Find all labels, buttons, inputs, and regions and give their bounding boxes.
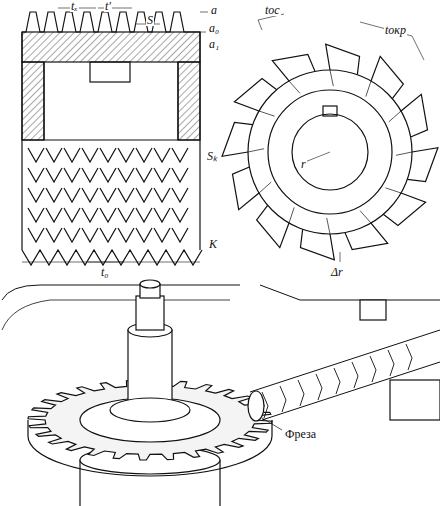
dimension-label: a xyxy=(210,4,218,16)
hob-side-view xyxy=(22,8,208,265)
dimension-label: a₀ xyxy=(208,22,220,34)
hobbing-setup xyxy=(2,280,440,506)
part-name: Фреза xyxy=(284,428,317,440)
dimension-label: S xyxy=(146,14,154,26)
dimension-label: t' xyxy=(104,0,112,12)
dimension-label: tокр xyxy=(384,24,407,36)
dimension-label: Sₖ xyxy=(206,150,218,162)
dimension-label: tос xyxy=(264,4,281,16)
dimension-label: a₁ xyxy=(208,38,220,50)
dimension-label: t₀ xyxy=(100,266,110,278)
dimension-label: r xyxy=(300,158,307,170)
dimension-label: tₓ xyxy=(70,0,79,12)
dimension-label: Δr xyxy=(330,266,344,278)
dimension-label: K xyxy=(208,238,218,250)
hob-end-view xyxy=(222,14,438,262)
